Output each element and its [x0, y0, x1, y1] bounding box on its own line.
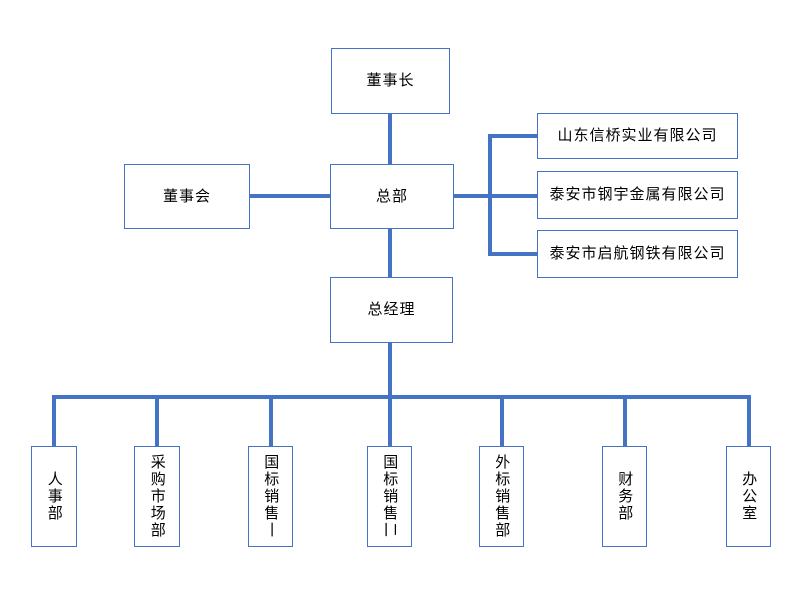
node-subsidiary-1-label: 山东信桥实业有限公司 — [557, 127, 718, 145]
node-board-label: 董事会 — [162, 187, 211, 205]
connector-board-headquarters — [250, 194, 330, 198]
node-subsidiary-3-label: 泰安市启航钢铁有限公司 — [549, 245, 726, 263]
node-dept-national-sales-1-label: 国标销售一 — [262, 453, 280, 539]
node-dept-national-sales-2[interactable]: 国标销售二 — [367, 446, 412, 547]
connector-bracket-subsidiary-1 — [488, 134, 537, 138]
node-headquarters[interactable]: 总部 — [330, 164, 454, 229]
node-dept-purchasing-market-label: 采购市场部 — [148, 454, 166, 539]
connector-departments-bus — [52, 395, 751, 399]
node-dept-finance[interactable]: 财务部 — [602, 446, 647, 547]
node-chairman-label: 董事长 — [366, 72, 415, 90]
connector-bracket-subsidiary-3 — [488, 252, 537, 256]
connector-drop-dept-4 — [388, 395, 392, 446]
node-dept-office[interactable]: 办公室 — [726, 446, 771, 547]
node-subsidiary-1[interactable]: 山东信桥实业有限公司 — [537, 113, 738, 159]
connector-drop-dept-5 — [500, 395, 504, 446]
connector-drop-dept-6 — [623, 395, 627, 446]
connector-drop-dept-7 — [747, 395, 751, 446]
connector-drop-dept-3 — [269, 395, 273, 446]
connector-drop-dept-1 — [52, 395, 56, 446]
node-subsidiary-2[interactable]: 泰安市钢宇金属有限公司 — [537, 171, 738, 219]
connector-drop-dept-2 — [155, 395, 159, 446]
node-dept-national-sales-2-label: 国标销售二 — [381, 453, 399, 539]
node-dept-foreign-sales[interactable]: 外标销售部 — [479, 446, 524, 547]
node-dept-national-sales-1[interactable]: 国标销售一 — [248, 446, 293, 547]
connector-headquarters-subsidiary-2 — [454, 194, 537, 198]
node-dept-hr-label: 人事部 — [45, 471, 63, 522]
connector-headquarters-general-manager — [388, 229, 392, 277]
node-dept-office-label: 办公室 — [740, 471, 758, 522]
node-dept-hr[interactable]: 人事部 — [31, 446, 77, 547]
node-dept-foreign-sales-label: 外标销售部 — [493, 454, 511, 539]
connector-general-manager-bus — [388, 343, 392, 395]
node-dept-finance-label: 财务部 — [616, 471, 634, 522]
node-chairman[interactable]: 董事长 — [331, 48, 450, 114]
node-dept-purchasing-market[interactable]: 采购市场部 — [134, 446, 180, 547]
node-subsidiary-2-label: 泰安市钢宇金属有限公司 — [549, 186, 726, 204]
node-subsidiary-3[interactable]: 泰安市启航钢铁有限公司 — [537, 230, 738, 278]
connector-chairman-headquarters — [388, 114, 392, 164]
connector-subsidiaries-bracket — [488, 134, 492, 256]
node-headquarters-label: 总部 — [375, 187, 408, 205]
node-board[interactable]: 董事会 — [124, 164, 250, 229]
node-general-manager-label: 总经理 — [367, 301, 416, 319]
node-general-manager[interactable]: 总经理 — [330, 277, 453, 343]
